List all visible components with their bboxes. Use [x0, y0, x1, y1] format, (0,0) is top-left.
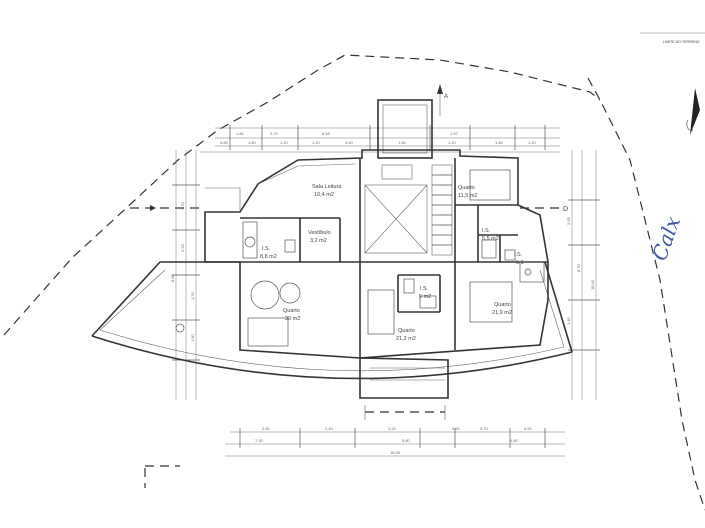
svg-text:11,5 m2: 11,5 m2 [458, 193, 477, 199]
svg-text:D: D [563, 206, 568, 213]
svg-text:A: A [444, 94, 448, 100]
svg-text:3.70: 3.70 [180, 201, 185, 210]
svg-text:1.80: 1.80 [236, 131, 245, 136]
svg-text:1.80: 1.80 [190, 333, 195, 342]
room-is-ne: I.S. 5,5 m2 [482, 228, 499, 242]
room-is-w: I.S. 8,8 m2 [260, 246, 277, 260]
svg-text:1.20: 1.20 [528, 140, 537, 145]
building-walls [204, 149, 549, 399]
handwritten-note: Calx [647, 213, 685, 263]
svg-text:1.80: 1.80 [398, 140, 407, 145]
stair-void [364, 164, 453, 256]
svg-text:1.80: 1.80 [248, 140, 257, 145]
svg-text:1.20: 1.20 [190, 291, 195, 300]
svg-text:0.50: 0.50 [452, 426, 461, 431]
svg-text:4.80: 4.80 [220, 140, 229, 145]
room-quarto-c: Quarto 21,2 m2 [396, 328, 416, 342]
furniture [247, 169, 513, 347]
svg-text:21,2 m2: 21,2 m2 [396, 336, 416, 342]
svg-text:3,2 m2: 3,2 m2 [310, 238, 327, 244]
svg-text:6.18: 6.18 [322, 131, 331, 136]
svg-text:8.80: 8.80 [170, 273, 175, 282]
svg-text:5,5 m2: 5,5 m2 [482, 236, 499, 242]
top-right-label: LIMITE DO TERRENO [663, 40, 700, 44]
svg-text:Quarto: Quarto [398, 328, 415, 334]
section-marker-a: A [437, 84, 448, 116]
svg-text:7.30: 7.30 [255, 438, 264, 443]
svg-text:18.45: 18.45 [590, 279, 595, 290]
section-marker-b [130, 205, 200, 211]
svg-text:8,8 m2: 8,8 m2 [260, 254, 277, 260]
svg-text:5.80: 5.80 [402, 438, 411, 443]
svg-text:I.S.: I.S. [420, 286, 429, 292]
svg-text:1.67: 1.67 [450, 131, 459, 136]
svg-text:Quarto: Quarto [458, 185, 475, 191]
svg-text:1.20: 1.20 [388, 426, 397, 431]
room-sala-leitura: Sala Leitura 10,4 m2 [312, 184, 342, 198]
svg-text:30 m2: 30 m2 [285, 316, 300, 322]
svg-text:2.20: 2.20 [180, 243, 185, 252]
svg-text:18.45: 18.45 [390, 450, 401, 455]
room-is-c: I.S. 5 m2 [419, 286, 431, 300]
svg-text:1.80: 1.80 [495, 140, 504, 145]
section-marker-d: D [520, 206, 568, 213]
svg-text:1.20: 1.20 [448, 140, 457, 145]
svg-text:2.40: 2.40 [325, 426, 334, 431]
svg-text:2.70: 2.70 [270, 131, 279, 136]
svg-text:I.S.: I.S. [262, 246, 271, 252]
property-boundary [3, 54, 705, 511]
svg-text:4.50: 4.50 [524, 426, 533, 431]
room-quarto-e: Quarto 21,9 m2 [492, 302, 512, 316]
room-quarto-ne: Quarto 11,5 m2 [458, 185, 477, 199]
svg-text:10,4 m2: 10,4 m2 [314, 192, 334, 198]
svg-text:2.55: 2.55 [566, 216, 571, 225]
svg-text:2.80: 2.80 [262, 426, 271, 431]
north-balcony [377, 99, 433, 159]
svg-text:1.20: 1.20 [280, 140, 289, 145]
svg-text:3.60: 3.60 [345, 140, 354, 145]
room-vestibulo: Vestíbulo 3,2 m2 [308, 230, 331, 244]
svg-text:Quarto: Quarto [283, 308, 300, 314]
top-dimensions: 1.80 2.70 6.18 1.67 4.80 1.80 1.20 1.20 … [200, 125, 560, 153]
sanitary-fixtures [242, 221, 545, 309]
south-terrace [91, 261, 573, 380]
north-arrow [686, 88, 700, 135]
svg-text:Vestíbulo: Vestíbulo [308, 230, 331, 236]
right-dimensions: 8.70 2.55 1.40 18.45 [566, 150, 600, 400]
room-is-small: I.S. 5,1 [514, 252, 524, 266]
svg-text:Sala Leitura: Sala Leitura [312, 184, 342, 190]
svg-text:4.80: 4.80 [510, 438, 519, 443]
svg-text:5 m2: 5 m2 [419, 294, 431, 300]
svg-text:3.70: 3.70 [480, 426, 489, 431]
svg-text:I.S.: I.S. [482, 228, 491, 234]
room-quarto-w: Quarto 30 m2 [283, 308, 300, 322]
svg-text:I.S.: I.S. [514, 252, 523, 258]
window-marks [364, 367, 446, 420]
svg-text:1.40: 1.40 [566, 316, 571, 325]
svg-text:Quarto: Quarto [494, 302, 511, 308]
svg-text:21,9 m2: 21,9 m2 [492, 310, 512, 316]
bottom-dimensions: 2.80 2.40 1.20 0.50 3.70 4.50 7.30 5.80 … [225, 426, 565, 457]
svg-text:8.70: 8.70 [576, 263, 581, 272]
svg-text:1.20: 1.20 [312, 140, 321, 145]
svg-text:5,1: 5,1 [516, 260, 524, 266]
